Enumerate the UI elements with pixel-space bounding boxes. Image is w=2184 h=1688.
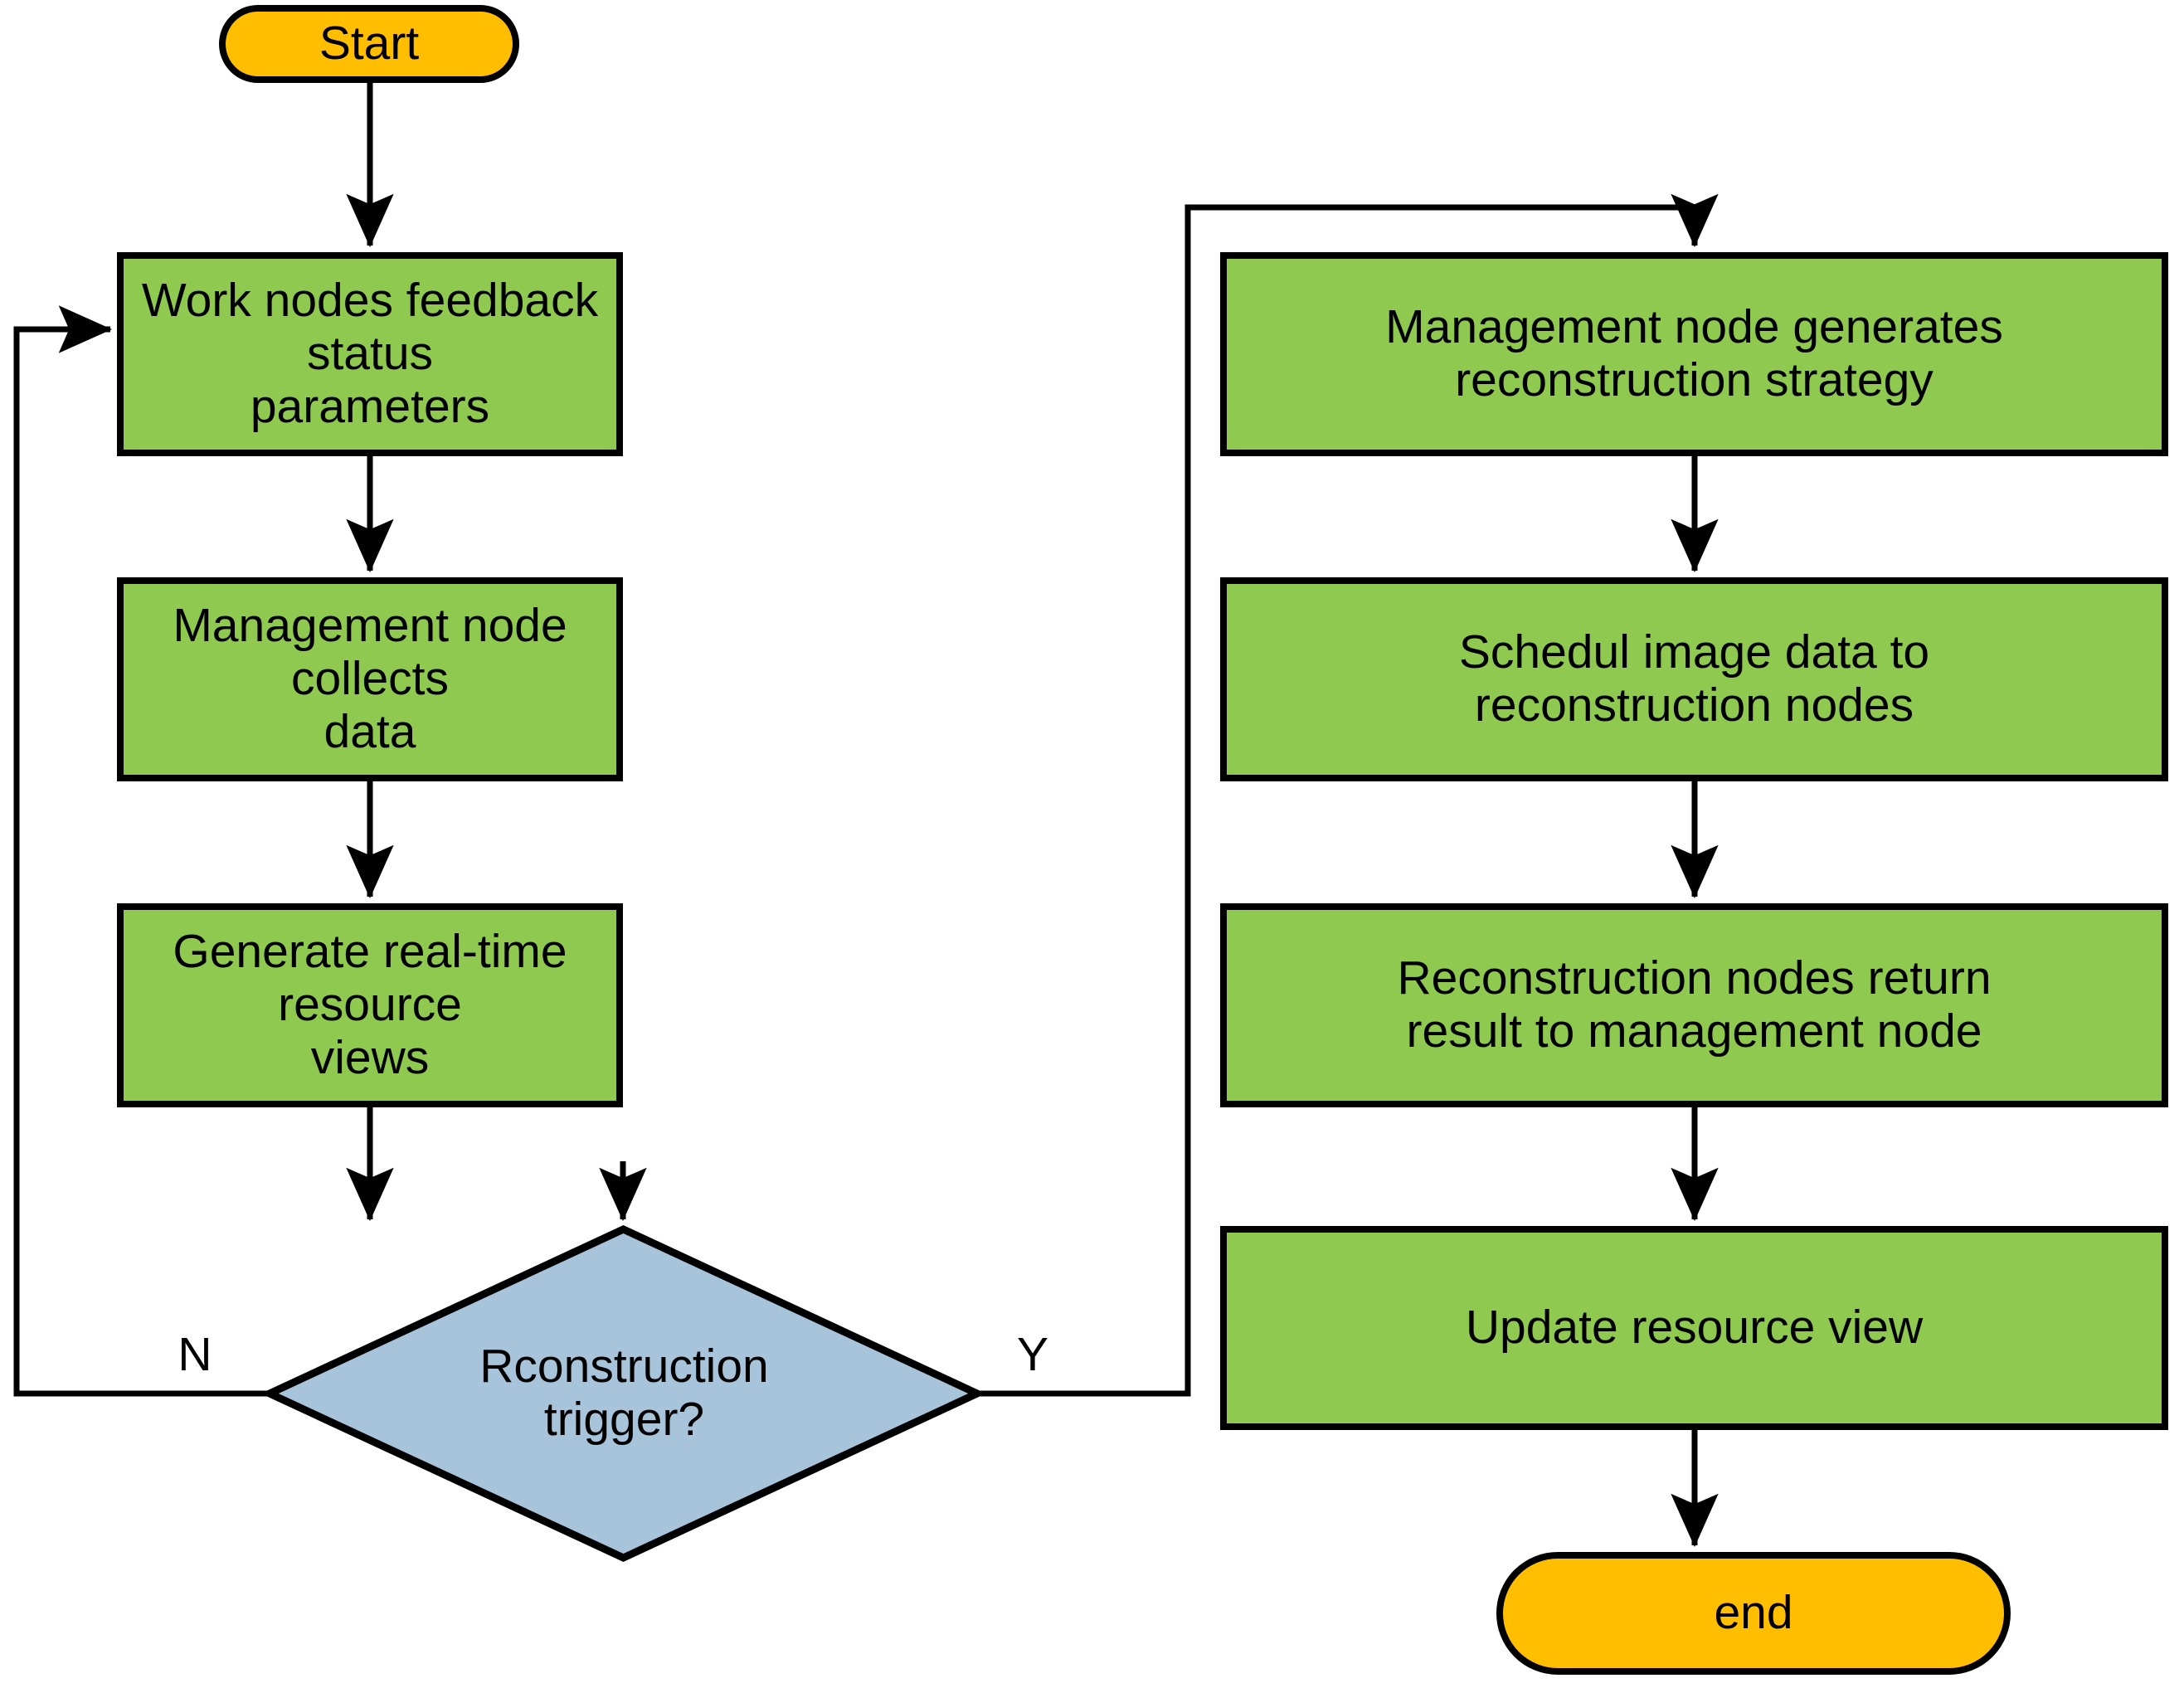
edge-decision-yes-to-generates-strategy	[977, 193, 1719, 1397]
edge-label-no: N	[178, 1328, 212, 1381]
connector-layer	[13, 80, 1719, 1548]
edge-label-yes: Y	[1016, 1328, 1049, 1381]
shape-layer	[117, 5, 2168, 1675]
node-end-shape[interactable]	[1496, 1552, 2011, 1675]
node-update-resource-view-shape[interactable]	[1220, 1226, 2168, 1430]
node-start-shape[interactable]	[219, 5, 519, 83]
node-reconstruction-trigger-shape[interactable]	[260, 1225, 986, 1562]
node-management-collects-shape[interactable]	[117, 577, 623, 781]
node-work-nodes-feedback-shape[interactable]	[117, 252, 623, 456]
node-nodes-return-result-shape[interactable]	[1220, 903, 2168, 1107]
node-generate-views-shape[interactable]	[117, 903, 623, 1107]
node-generates-strategy-shape[interactable]	[1220, 252, 2168, 456]
edge-decision-no-loopback	[13, 305, 270, 1397]
node-schedule-image-data-shape[interactable]	[1220, 577, 2168, 781]
